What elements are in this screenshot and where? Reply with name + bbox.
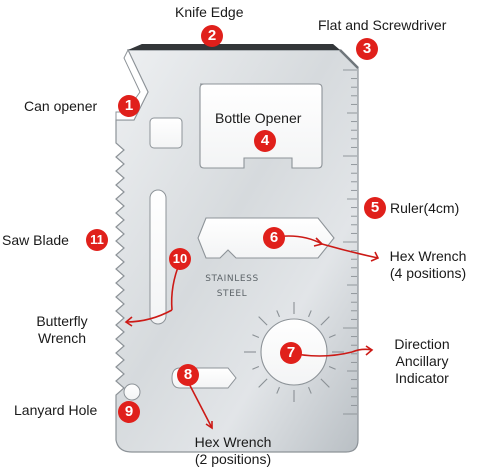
label-hex-wrench-4: Hex Wrench (4 positions) [380,248,476,282]
direction-ray [252,334,260,338]
badge-direction-indicator: 7 [280,342,302,364]
label-butterfly-line2: Wrench [38,330,86,346]
lanyard-hole [123,383,141,401]
label-flat-screwdriver: Flat and Screwdriver [318,17,447,33]
badge-ruler: 5 [364,197,386,219]
direction-indicator-rays [244,302,344,402]
bottle-opener-hole [199,83,323,169]
label-hex-wrench-2-line1: Hex Wrench [194,434,272,450]
badge-flat-screwdriver: 3 [356,38,378,60]
label-butterfly-wrench: Butterfly Wrench [22,313,102,347]
label-direction-line2: Ancillary [395,353,449,369]
direction-ray [328,334,336,338]
knife-edge-shine [128,44,340,50]
label-butterfly-line1: Butterfly [36,313,88,329]
can-opener-hole [149,117,183,149]
label-direction-line3: Indicator [395,370,449,386]
direction-ray [276,386,280,394]
direction-ray [276,310,280,318]
label-bottle-opener: Bottle Opener [215,110,302,126]
label-knife-edge: Knife Edge [175,4,244,20]
screwdriver-tip [339,49,359,69]
label-can-opener: Can opener [24,98,98,114]
label-hex-wrench-2-line2: (2 positions) [194,451,272,467]
direction-ray [308,386,312,394]
direction-ray [308,310,312,318]
direction-ray [320,316,330,326]
direction-ray [252,366,260,370]
label-saw-blade: Saw Blade [2,232,69,248]
badge-hex-wrench-4: 6 [263,227,285,249]
ruler-scale [343,69,357,415]
label-ruler: Ruler(4cm) [390,200,460,216]
label-direction-indicator: Direction Ancillary Indicator [382,336,462,387]
label-direction-line1: Direction [394,336,450,352]
direction-ray [328,366,336,370]
label-hex-wrench-2: Hex Wrench (2 positions) [178,434,288,468]
badge-butterfly-wrench: 10 [169,248,191,270]
engraving-line1: STAINLESS [205,274,259,284]
direction-ray [258,378,268,388]
direction-ray [320,378,330,388]
butterfly-wrench-slot [149,189,167,325]
label-hex-wrench-4-line1: Hex Wrench [389,248,467,264]
badge-saw-blade: 11 [86,229,108,251]
badge-hex-wrench-2: 8 [177,364,199,386]
badge-lanyard-hole: 9 [118,401,140,423]
direction-ray [258,316,268,326]
engraving-line2: STEEL [217,289,248,299]
label-hex-wrench-4-line2: (4 positions) [389,265,467,281]
badge-knife-edge: 2 [201,25,223,47]
label-lanyard-hole: Lanyard Hole [14,402,98,418]
badge-bottle-opener: 4 [254,130,276,152]
badge-can-opener: 1 [118,95,140,117]
